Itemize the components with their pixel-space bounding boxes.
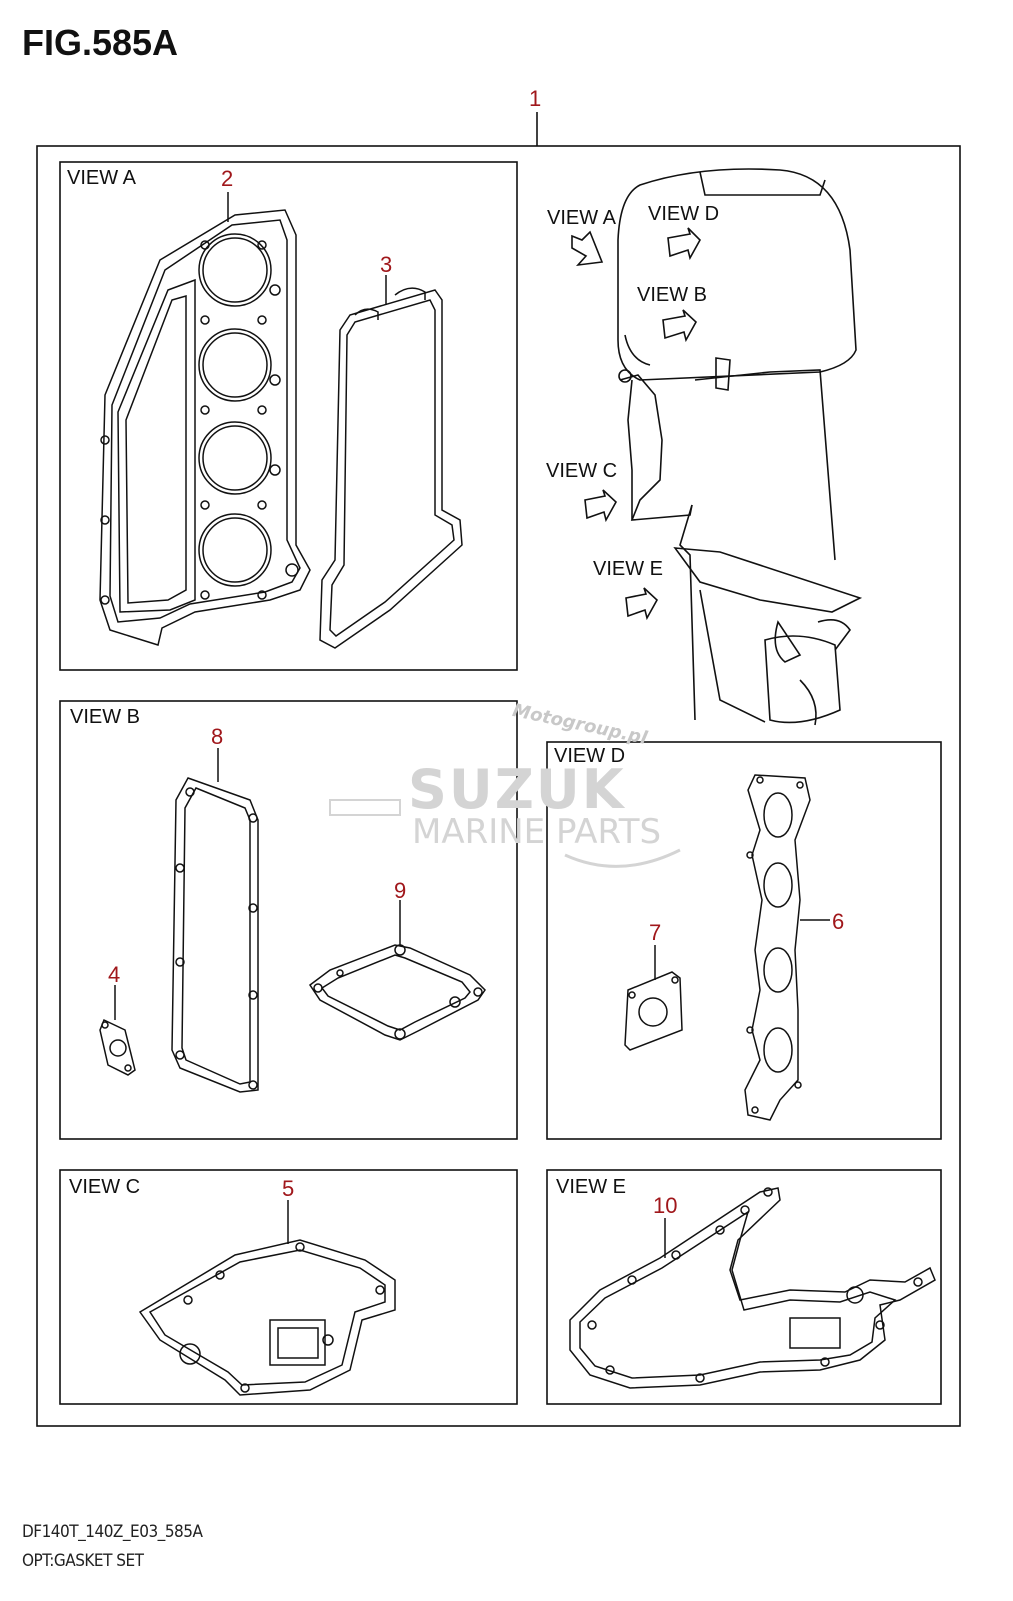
arrow-view-d xyxy=(667,227,701,261)
model-code: DF140T_140Z_E03_585A xyxy=(22,1522,203,1542)
pointer-label-view-e: VIEW E xyxy=(593,558,664,580)
arrow-view-b xyxy=(662,309,698,343)
view-b-box xyxy=(59,700,518,1140)
callout-view-a-1: 2 xyxy=(221,166,234,191)
view-d-box xyxy=(546,741,942,1140)
view-d-label: VIEW D xyxy=(554,745,626,767)
outer-frame xyxy=(36,145,961,1427)
arrow-view-e xyxy=(625,587,659,621)
cylinder-head-gasket-drawing xyxy=(99,192,311,646)
callout-view-b-2: 9 xyxy=(394,878,407,903)
arrow-view-a xyxy=(571,230,604,267)
view-e-box xyxy=(546,1169,942,1405)
view-b-gaskets-drawing xyxy=(99,748,486,1093)
watermark-logo xyxy=(329,799,401,816)
view-c-box xyxy=(59,1169,518,1405)
callout-view-a-2: 3 xyxy=(380,252,393,277)
pointer-label-view-a: VIEW A xyxy=(547,207,616,229)
view-a-box xyxy=(59,161,518,671)
head-cover-gasket-drawing xyxy=(319,275,463,649)
view-arrows xyxy=(571,227,701,621)
view-c-gasket-drawing xyxy=(138,1200,396,1396)
figure-title: FIG.585A xyxy=(22,22,179,63)
watermark-swoosh xyxy=(564,848,681,868)
view-a-label: VIEW A xyxy=(67,167,136,189)
callout-view-b-3: 4 xyxy=(108,962,121,987)
figure-caption: OPT:GASKET SET xyxy=(22,1551,144,1571)
callout-assembly: 1 xyxy=(529,86,542,111)
callout-view-c-1: 5 xyxy=(282,1176,295,1201)
pointer-label-view-d: VIEW D xyxy=(648,203,720,225)
watermark-subtitle: MARINE PARTS xyxy=(412,812,662,852)
view-e-label: VIEW E xyxy=(556,1176,627,1198)
arrow-view-c xyxy=(584,489,618,523)
callout-view-e-1: 10 xyxy=(653,1193,678,1218)
view-c-label: VIEW C xyxy=(69,1176,141,1198)
callout-view-d-2: 6 xyxy=(832,909,845,934)
callout-view-d-1: 7 xyxy=(649,920,662,945)
view-e-gasket-drawing xyxy=(569,1187,936,1389)
watermark-brand: SUZUK xyxy=(408,758,626,821)
callout-view-b-1: 8 xyxy=(211,724,224,749)
view-b-label: VIEW B xyxy=(70,706,141,728)
outboard-motor-drawing xyxy=(617,168,863,726)
pointer-label-view-b: VIEW B xyxy=(637,284,708,306)
pointer-label-view-c: VIEW C xyxy=(546,460,618,482)
view-d-gaskets-drawing xyxy=(624,774,830,1121)
